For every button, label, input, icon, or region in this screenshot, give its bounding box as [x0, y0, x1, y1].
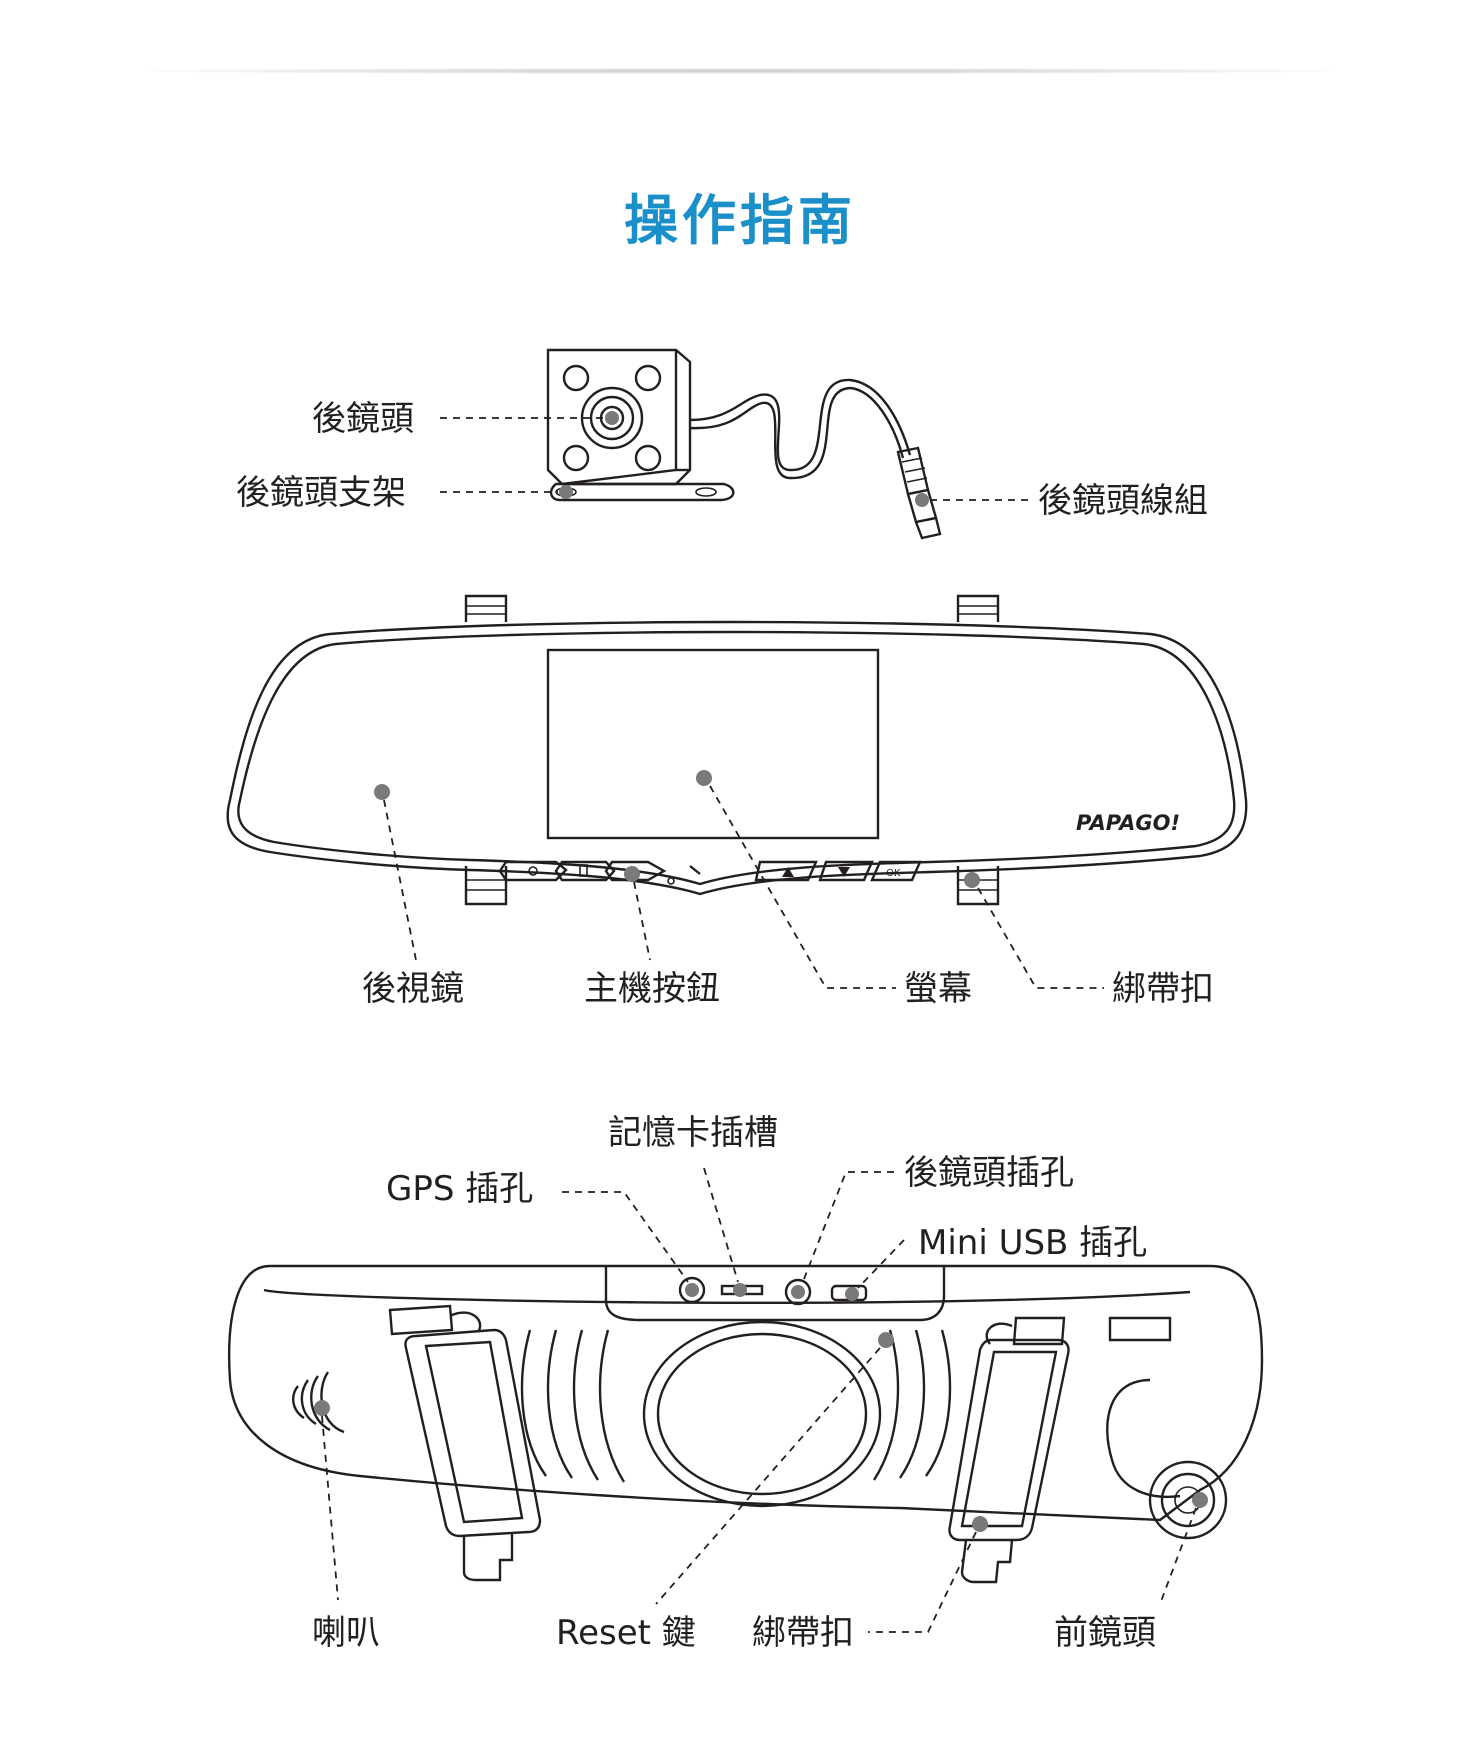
callout-dot-rear-lens-port: [791, 1285, 805, 1299]
label-main-buttons: 主機按鈕: [584, 969, 720, 1009]
label-mini-usb-port: Mini USB 插孔: [918, 1223, 1147, 1263]
callout-dot-card-slot: [733, 1283, 747, 1297]
callout-dot-rear-lens: [605, 411, 619, 425]
callout-dot-front-lens: [1192, 1492, 1208, 1508]
header-divider: [150, 68, 1330, 74]
label-rear-view-mirror: 後視鏡: [362, 969, 464, 1009]
rear-camera-illustration: [546, 348, 942, 540]
callout-dot-reset-key: [878, 1332, 894, 1348]
callout-dot-main-buttons: [624, 866, 640, 882]
label-strap-buckle-back: 綁帶扣: [752, 1613, 854, 1653]
callout-dot-screen: [696, 770, 712, 786]
brand-logo: PAPAGO!: [1076, 811, 1180, 835]
callout-dot-rear-lens-bracket: [559, 485, 573, 499]
callout-dot-strap-buckle-front: [964, 872, 980, 888]
callout-dot-speaker: [314, 1400, 330, 1416]
label-card-slot: 記憶卡插槽: [608, 1113, 778, 1153]
label-speaker: 喇叭: [312, 1613, 380, 1653]
callout-dot-strap-buckle-back: [972, 1516, 988, 1532]
label-rear-lens-bracket: 後鏡頭支架: [236, 473, 406, 513]
callout-dot-gps-port: [685, 1283, 699, 1297]
label-gps-port: GPS 插孔: [386, 1169, 533, 1209]
label-strap-buckle-front: 綁帶扣: [1112, 969, 1214, 1009]
callout-dot-rear-view-mirror: [374, 784, 390, 800]
label-reset-key: Reset 鍵: [556, 1613, 696, 1653]
label-rear-lens-port: 後鏡頭插孔: [904, 1153, 1074, 1193]
mirror-back-illustration: [227, 1264, 1264, 1584]
page-title: 操作指南: [624, 189, 856, 252]
label-rear-lens-cable: 後鏡頭線組: [1038, 481, 1208, 521]
callout-dot-mini-usb-port: [845, 1287, 859, 1301]
callout-dot-rear-lens-cable: [915, 493, 929, 507]
mirror-front-illustration: PAPAGO! M OK: [226, 594, 1248, 906]
label-screen: 螢幕: [904, 969, 972, 1009]
button-ok-glyph: OK: [886, 868, 901, 879]
label-front-lens: 前鏡頭: [1054, 1613, 1156, 1653]
label-rear-lens: 後鏡頭: [312, 399, 414, 439]
